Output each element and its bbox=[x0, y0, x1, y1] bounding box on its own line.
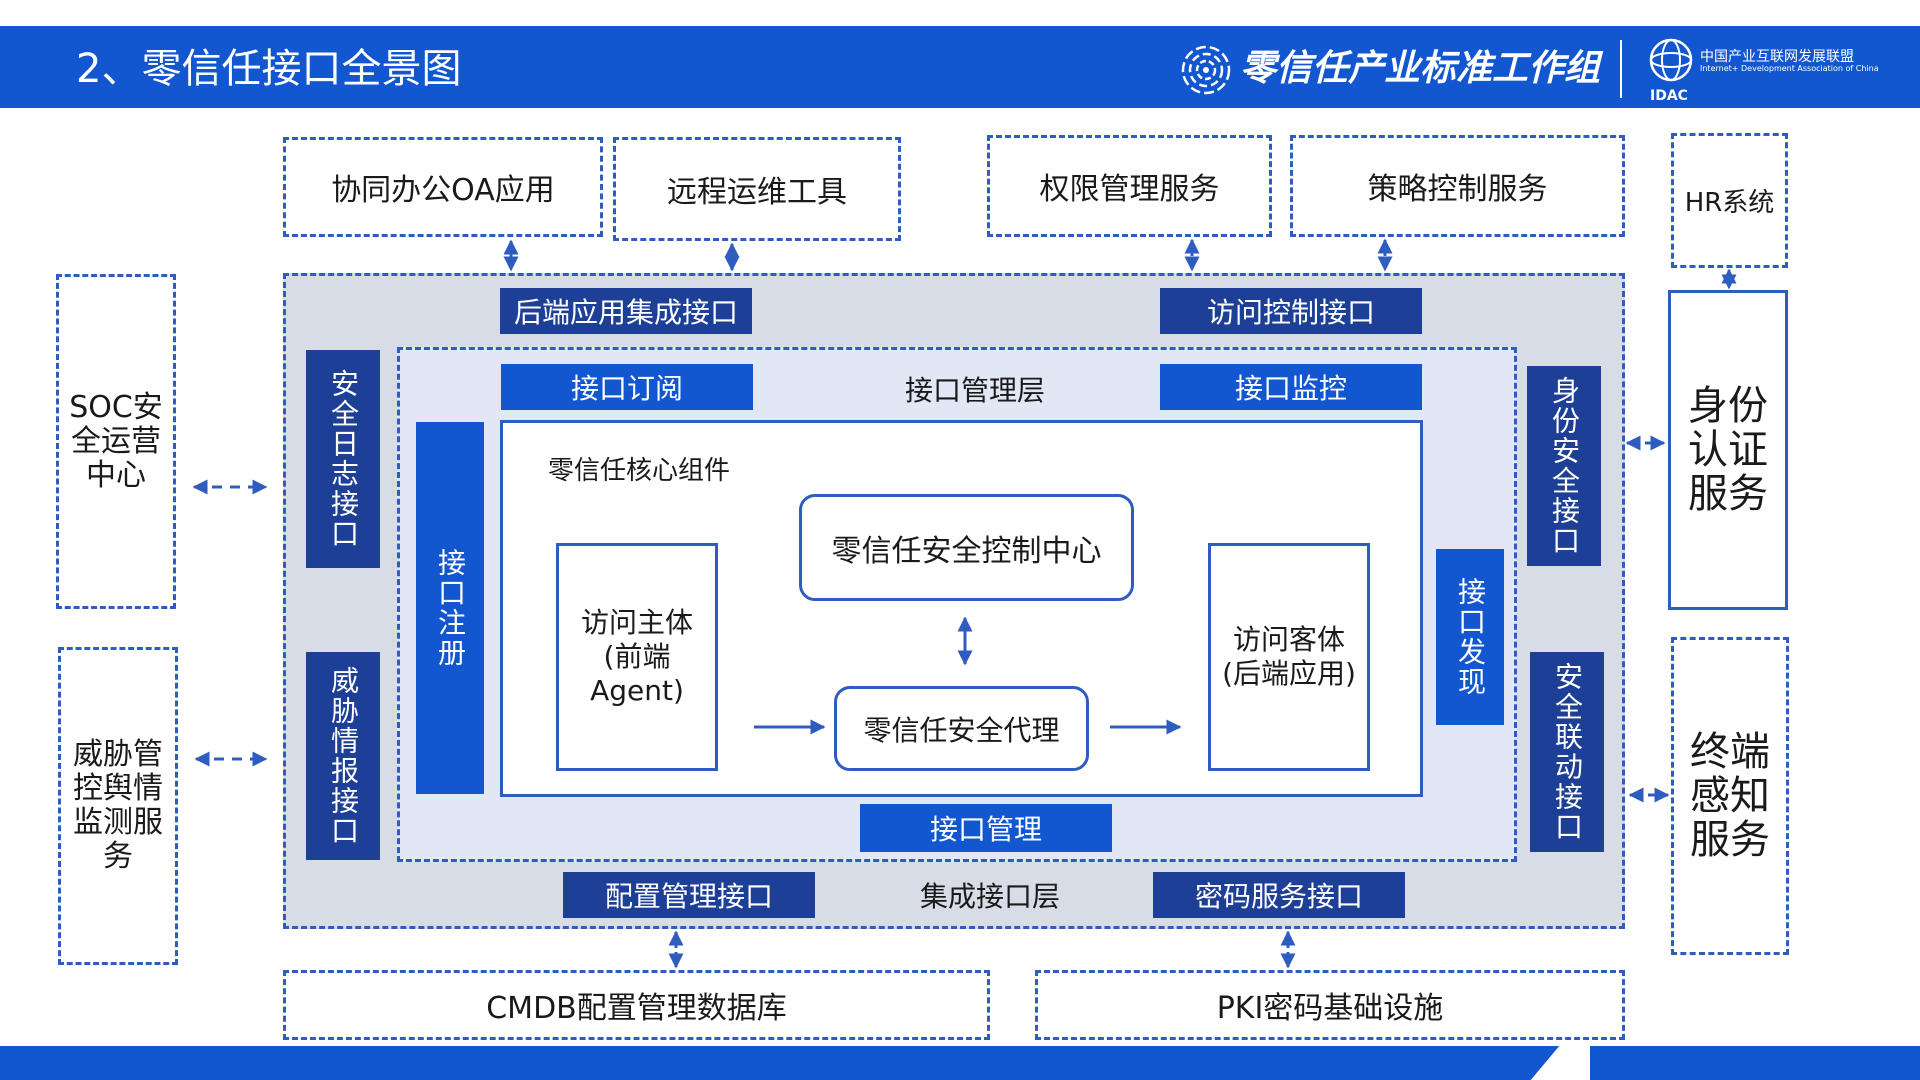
header-bar bbox=[0, 26, 1920, 108]
hr-system-box: HR系统 bbox=[1671, 133, 1788, 268]
remote-ops-box: 远程运维工具 bbox=[613, 137, 901, 241]
config-mgmt-interface: 配置管理接口 bbox=[563, 872, 815, 918]
interface-discover: 接口发现 bbox=[1436, 549, 1504, 725]
idac-name-en: Internet+ Development Association of Chi… bbox=[1700, 64, 1879, 73]
org-name: 零信任产业标准工作组 bbox=[1240, 48, 1601, 89]
integration-layer-label: 集成接口层 bbox=[919, 880, 1060, 913]
cmdb-box: CMDB配置管理数据库 bbox=[283, 970, 990, 1040]
idac-tag: IDAC bbox=[1650, 88, 1688, 104]
access-subject-line2: (前端Agent) bbox=[590, 640, 684, 707]
footer-bar-right bbox=[1590, 1046, 1920, 1080]
interface-monitor: 接口监控 bbox=[1160, 364, 1422, 410]
access-subject-line1: 访问主体 bbox=[580, 606, 693, 639]
page-title: 2、零信任接口全景图 bbox=[76, 46, 462, 92]
access-control-interface: 访问控制接口 bbox=[1160, 288, 1422, 334]
interface-manage: 接口管理 bbox=[860, 804, 1112, 852]
access-subject-box: 访问主体(前端Agent) bbox=[556, 543, 718, 771]
idac-name-cn: 中国产业互联网发展联盟 bbox=[1700, 49, 1854, 65]
threat-monitor-box: 威胁管控舆情监测服务 bbox=[58, 647, 178, 965]
threat-intel-interface: 威胁情报接口 bbox=[306, 652, 380, 860]
pki-box: PKI密码基础设施 bbox=[1035, 970, 1625, 1040]
interface-register: 接口注册 bbox=[416, 422, 484, 794]
zero-trust-logo-icon bbox=[1181, 45, 1231, 95]
core-components-label: 零信任核心组件 bbox=[548, 455, 731, 486]
identity-security-interface: 身份安全接口 bbox=[1527, 366, 1601, 566]
interface-subscribe: 接口订阅 bbox=[501, 364, 753, 410]
security-log-interface: 安全日志接口 bbox=[306, 350, 380, 568]
security-linkage-interface: 安全联动接口 bbox=[1530, 652, 1604, 852]
header-divider bbox=[1620, 40, 1622, 98]
identity-auth-box: 身份认证服务 bbox=[1668, 290, 1788, 610]
security-control-center: 零信任安全控制中心 bbox=[799, 494, 1134, 601]
policy-service-box: 策略控制服务 bbox=[1290, 135, 1625, 237]
soc-center-box: SOC安全运营中心 bbox=[56, 274, 176, 609]
backend-app-interface: 后端应用集成接口 bbox=[500, 288, 752, 334]
access-object-line1: 访问客体 bbox=[1232, 623, 1345, 656]
oa-app-box: 协同办公OA应用 bbox=[283, 137, 603, 237]
terminal-awareness-box: 终端感知服务 bbox=[1671, 637, 1789, 955]
access-object-box: 访问客体(后端应用) bbox=[1208, 543, 1370, 771]
security-proxy: 零信任安全代理 bbox=[834, 686, 1089, 771]
permission-service-box: 权限管理服务 bbox=[987, 135, 1272, 237]
access-object-line2: (后端应用) bbox=[1222, 657, 1356, 690]
idac-globe-icon bbox=[1649, 38, 1693, 82]
management-layer-label: 接口管理层 bbox=[904, 374, 1045, 407]
crypto-service-interface: 密码服务接口 bbox=[1153, 872, 1405, 918]
